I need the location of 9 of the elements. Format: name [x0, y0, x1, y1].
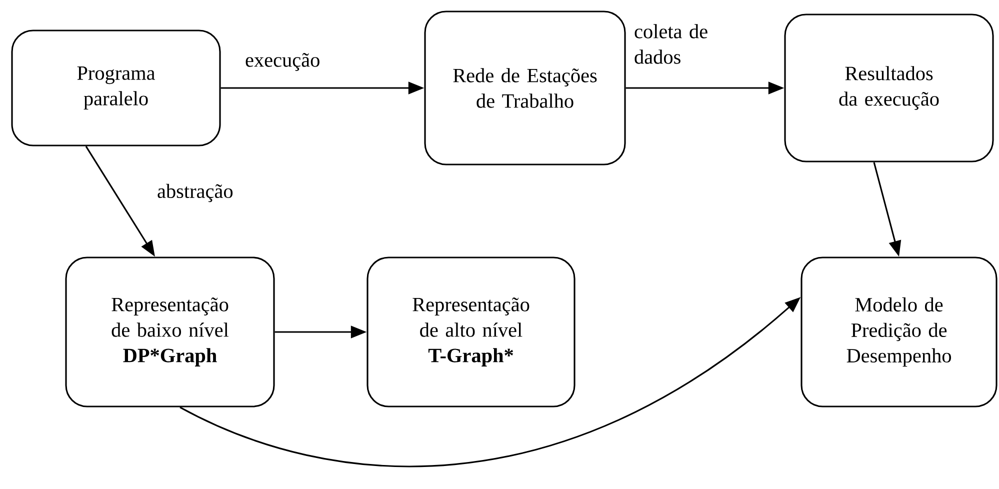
edge-label: coleta de dados: [634, 24, 708, 64]
process-box: Representação de alto nível T-Graph*: [366, 256, 576, 408]
process-box: Resultados da execução: [784, 14, 994, 162]
process-box: Representação de baixo nível DP*Graph: [65, 256, 275, 408]
edge-label: execução: [246, 53, 320, 71]
edge-label: abstração: [158, 184, 233, 202]
process-box: Programa paralelo: [11, 30, 221, 146]
process-box: Modelo de Predição de Desempenho: [800, 256, 998, 408]
process-box: Rede de Estações de Trabalho: [424, 10, 626, 166]
